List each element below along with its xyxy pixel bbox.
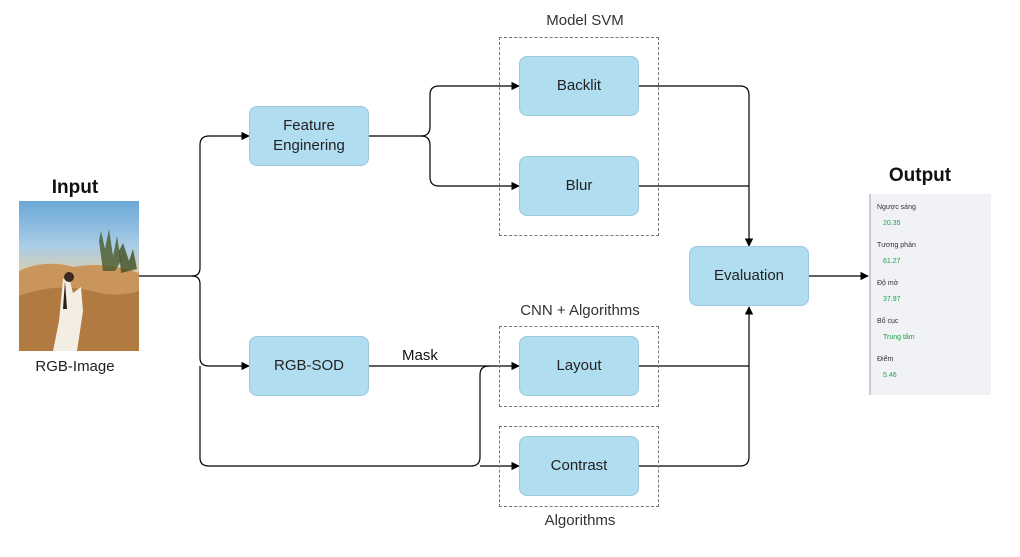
edge-feature-to-blur bbox=[420, 135, 520, 191]
edge-input-trunk bbox=[139, 131, 250, 277]
backlit-node: Backlit bbox=[519, 56, 639, 116]
input-rgb-image bbox=[19, 201, 139, 351]
metric-value: Trung tâm bbox=[883, 334, 915, 341]
metric-contrast: Tương phản 61.27 bbox=[877, 242, 991, 280]
output-heading: Output bbox=[888, 165, 952, 186]
feature-engineering-line2: Enginering bbox=[273, 137, 345, 154]
metric-label: Độ mờ bbox=[877, 280, 899, 287]
metric-value: 20.35 bbox=[883, 220, 901, 227]
metric-label: Ngược sáng bbox=[877, 204, 916, 211]
photo-illustration bbox=[19, 229, 139, 351]
cnn-group-title: CNN + Algorithms bbox=[520, 302, 640, 319]
feature-engineering-line1: Feature bbox=[283, 117, 335, 134]
metric-blur: Độ mờ 37.97 bbox=[877, 280, 991, 318]
edge-backlit-to-eval bbox=[639, 85, 754, 247]
metric-value: 5.46 bbox=[883, 372, 897, 379]
output-panel: Ngược sáng 20.35 Tương phản 61.27 Độ mờ … bbox=[869, 194, 991, 395]
svm-group bbox=[499, 37, 659, 236]
contrast-node: Contrast bbox=[519, 436, 639, 496]
input-caption: RGB-Image bbox=[35, 358, 115, 375]
algorithms-group bbox=[499, 426, 659, 507]
edge-input-to-sod bbox=[191, 275, 250, 371]
edge-input-to-contrast bbox=[199, 365, 490, 467]
mask-edge-label: Mask bbox=[402, 347, 438, 364]
metric-layout: Bố cục Trung tâm bbox=[877, 318, 991, 356]
input-heading: Input bbox=[51, 177, 99, 198]
metric-label: Tương phản bbox=[877, 242, 916, 249]
algorithms-group-title: Algorithms bbox=[544, 512, 616, 529]
metric-backlit: Ngược sáng 20.35 bbox=[877, 204, 991, 242]
rgb-sod-node: RGB-SOD bbox=[249, 336, 369, 396]
cnn-group bbox=[499, 326, 659, 407]
blur-node: Blur bbox=[519, 156, 639, 216]
edge-feature-to-backlit bbox=[369, 81, 520, 137]
evaluation-node: Evaluation bbox=[689, 246, 809, 306]
metric-label: Bố cục bbox=[877, 318, 899, 325]
edge-contrast-to-eval bbox=[639, 306, 754, 467]
metric-value: 37.97 bbox=[883, 296, 901, 303]
metric-value: 61.27 bbox=[883, 258, 901, 265]
feature-engineering-node: Feature Enginering bbox=[249, 106, 369, 166]
metric-label: Điểm bbox=[877, 356, 894, 363]
svm-group-title: Model SVM bbox=[546, 12, 624, 29]
metric-score: Điểm 5.46 bbox=[877, 356, 991, 394]
layout-node: Layout bbox=[519, 336, 639, 396]
